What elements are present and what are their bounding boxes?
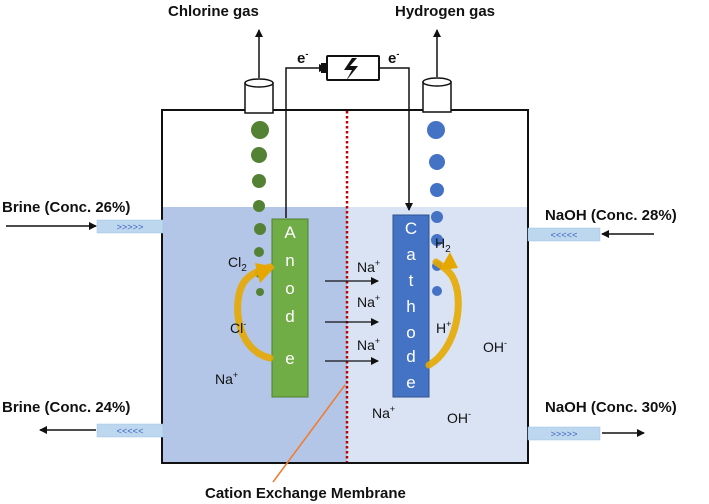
anode-label: A n o d e — [284, 223, 296, 368]
cathode-letter: C — [405, 219, 417, 238]
cathode-wire — [380, 67, 413, 211]
chloride-ion-label: Cl- — [230, 319, 246, 336]
anolyte-solution — [162, 207, 347, 463]
naoh-outlet-port — [527, 426, 601, 441]
cathode-electrode — [392, 214, 430, 398]
anode-letter: n — [285, 251, 294, 270]
cathode-letter: e — [406, 373, 415, 392]
anode-wire — [285, 64, 327, 218]
cathode-letter: o — [406, 323, 415, 342]
sodium-ion-migrating-2: Na+ — [357, 293, 380, 310]
anode-letter: e — [285, 349, 294, 368]
anode-electrode — [271, 218, 309, 398]
cl2-label: Cl2 — [228, 254, 247, 274]
hydroxide-ion-label-2: OH- — [447, 409, 471, 426]
power-source-icon — [321, 55, 380, 81]
anode-letter: d — [285, 307, 294, 326]
cathode-letter: a — [406, 245, 416, 264]
proton-label: H+ — [436, 319, 451, 336]
naoh-inlet-port — [527, 227, 601, 242]
h2-label: H2 — [435, 235, 451, 255]
anode-reaction-arrowhead — [255, 263, 275, 283]
brine-outlet-label: Brine (Conc. 24%) — [2, 399, 130, 416]
electrolysis-tank — [161, 109, 529, 464]
anode-letter: o — [285, 279, 294, 298]
hydroxide-ion-label-1: OH- — [483, 338, 507, 355]
brine-inlet-port — [96, 219, 164, 234]
brine-outlet-port — [96, 423, 164, 438]
cathode-label: C a t h o d e — [405, 219, 417, 392]
sodium-ion-migrating-3: Na+ — [357, 336, 380, 353]
cathode-letter: h — [406, 297, 415, 316]
naoh-inlet-flow-indicator: <<<<< — [550, 231, 577, 241]
electron-label-left: e- — [297, 49, 308, 67]
hydrogen-outlet-pipe — [422, 77, 452, 113]
chlorine-outlet-pipe — [244, 78, 274, 114]
brine-inlet-flow-indicator: >>>>> — [116, 223, 143, 233]
cathode-letter: d — [406, 347, 415, 366]
hydrogen-gas-label: Hydrogen gas — [395, 3, 495, 20]
membrane-label: Cation Exchange Membrane — [205, 485, 406, 502]
cathode-letter: t — [409, 271, 414, 290]
brine-outlet-flow-indicator: <<<<< — [116, 427, 143, 437]
membrane-pointer-line — [272, 384, 346, 483]
naoh-inlet-label: NaOH (Conc. 28%) — [545, 207, 677, 224]
naoh-outlet-label: NaOH (Conc. 30%) — [545, 399, 677, 416]
naoh-outlet-flow-indicator: >>>>> — [550, 430, 577, 440]
sodium-ion-anode-label: Na+ — [215, 370, 238, 387]
anode-letter: A — [284, 223, 296, 242]
electron-label-right: e- — [388, 49, 399, 67]
sodium-ion-cathode-label: Na+ — [372, 404, 395, 421]
sodium-ion-migrating-1: Na+ — [357, 258, 380, 275]
brine-inlet-label: Brine (Conc. 26%) — [2, 199, 130, 216]
cathode-reaction-arrowhead — [440, 252, 458, 270]
chlorine-gas-label: Chlorine gas — [168, 3, 259, 20]
catholyte-solution — [347, 207, 528, 463]
